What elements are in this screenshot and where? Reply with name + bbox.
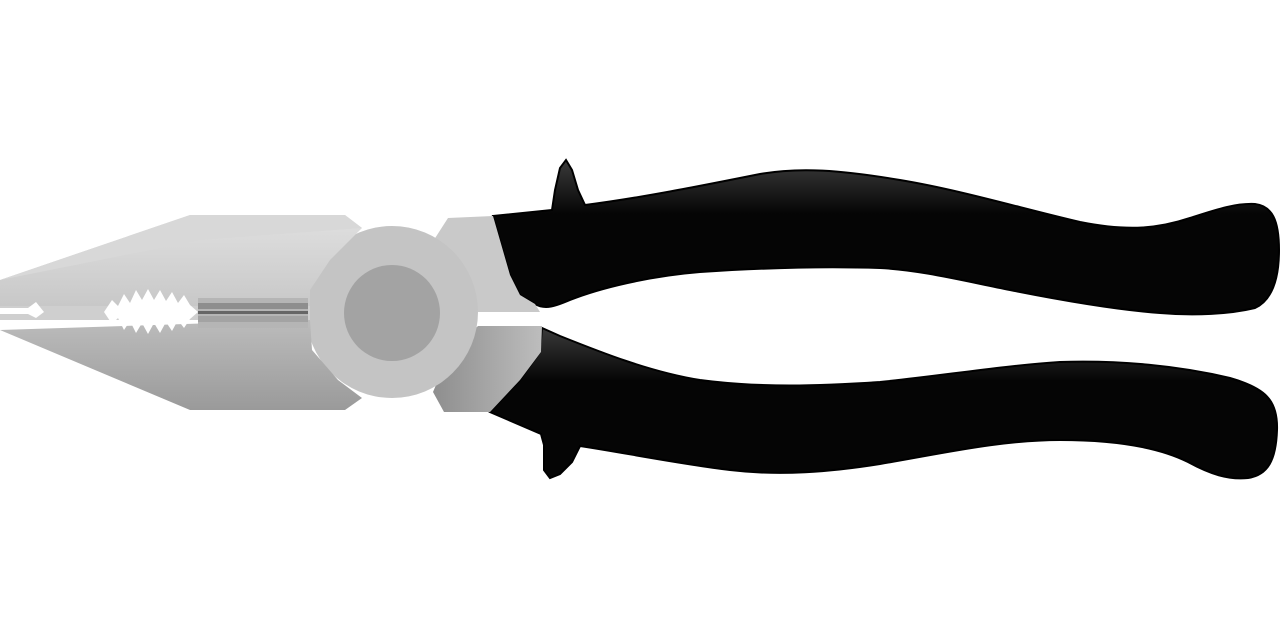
jaw-tip-notch bbox=[0, 302, 44, 318]
cutter-line-top bbox=[198, 303, 308, 309]
top-jaw bbox=[0, 215, 362, 306]
jaw-teeth bbox=[104, 289, 198, 334]
upper-neck bbox=[430, 216, 540, 312]
handle-gap bbox=[478, 312, 542, 326]
top-jaw-facet bbox=[0, 215, 362, 280]
bottom-jaw bbox=[0, 320, 362, 410]
lower-handle bbox=[488, 326, 1279, 480]
upper-handle bbox=[491, 158, 1280, 316]
cutter-line-bot bbox=[198, 316, 308, 322]
cutter-line-mid bbox=[198, 311, 308, 314]
pivot-center bbox=[344, 265, 440, 361]
